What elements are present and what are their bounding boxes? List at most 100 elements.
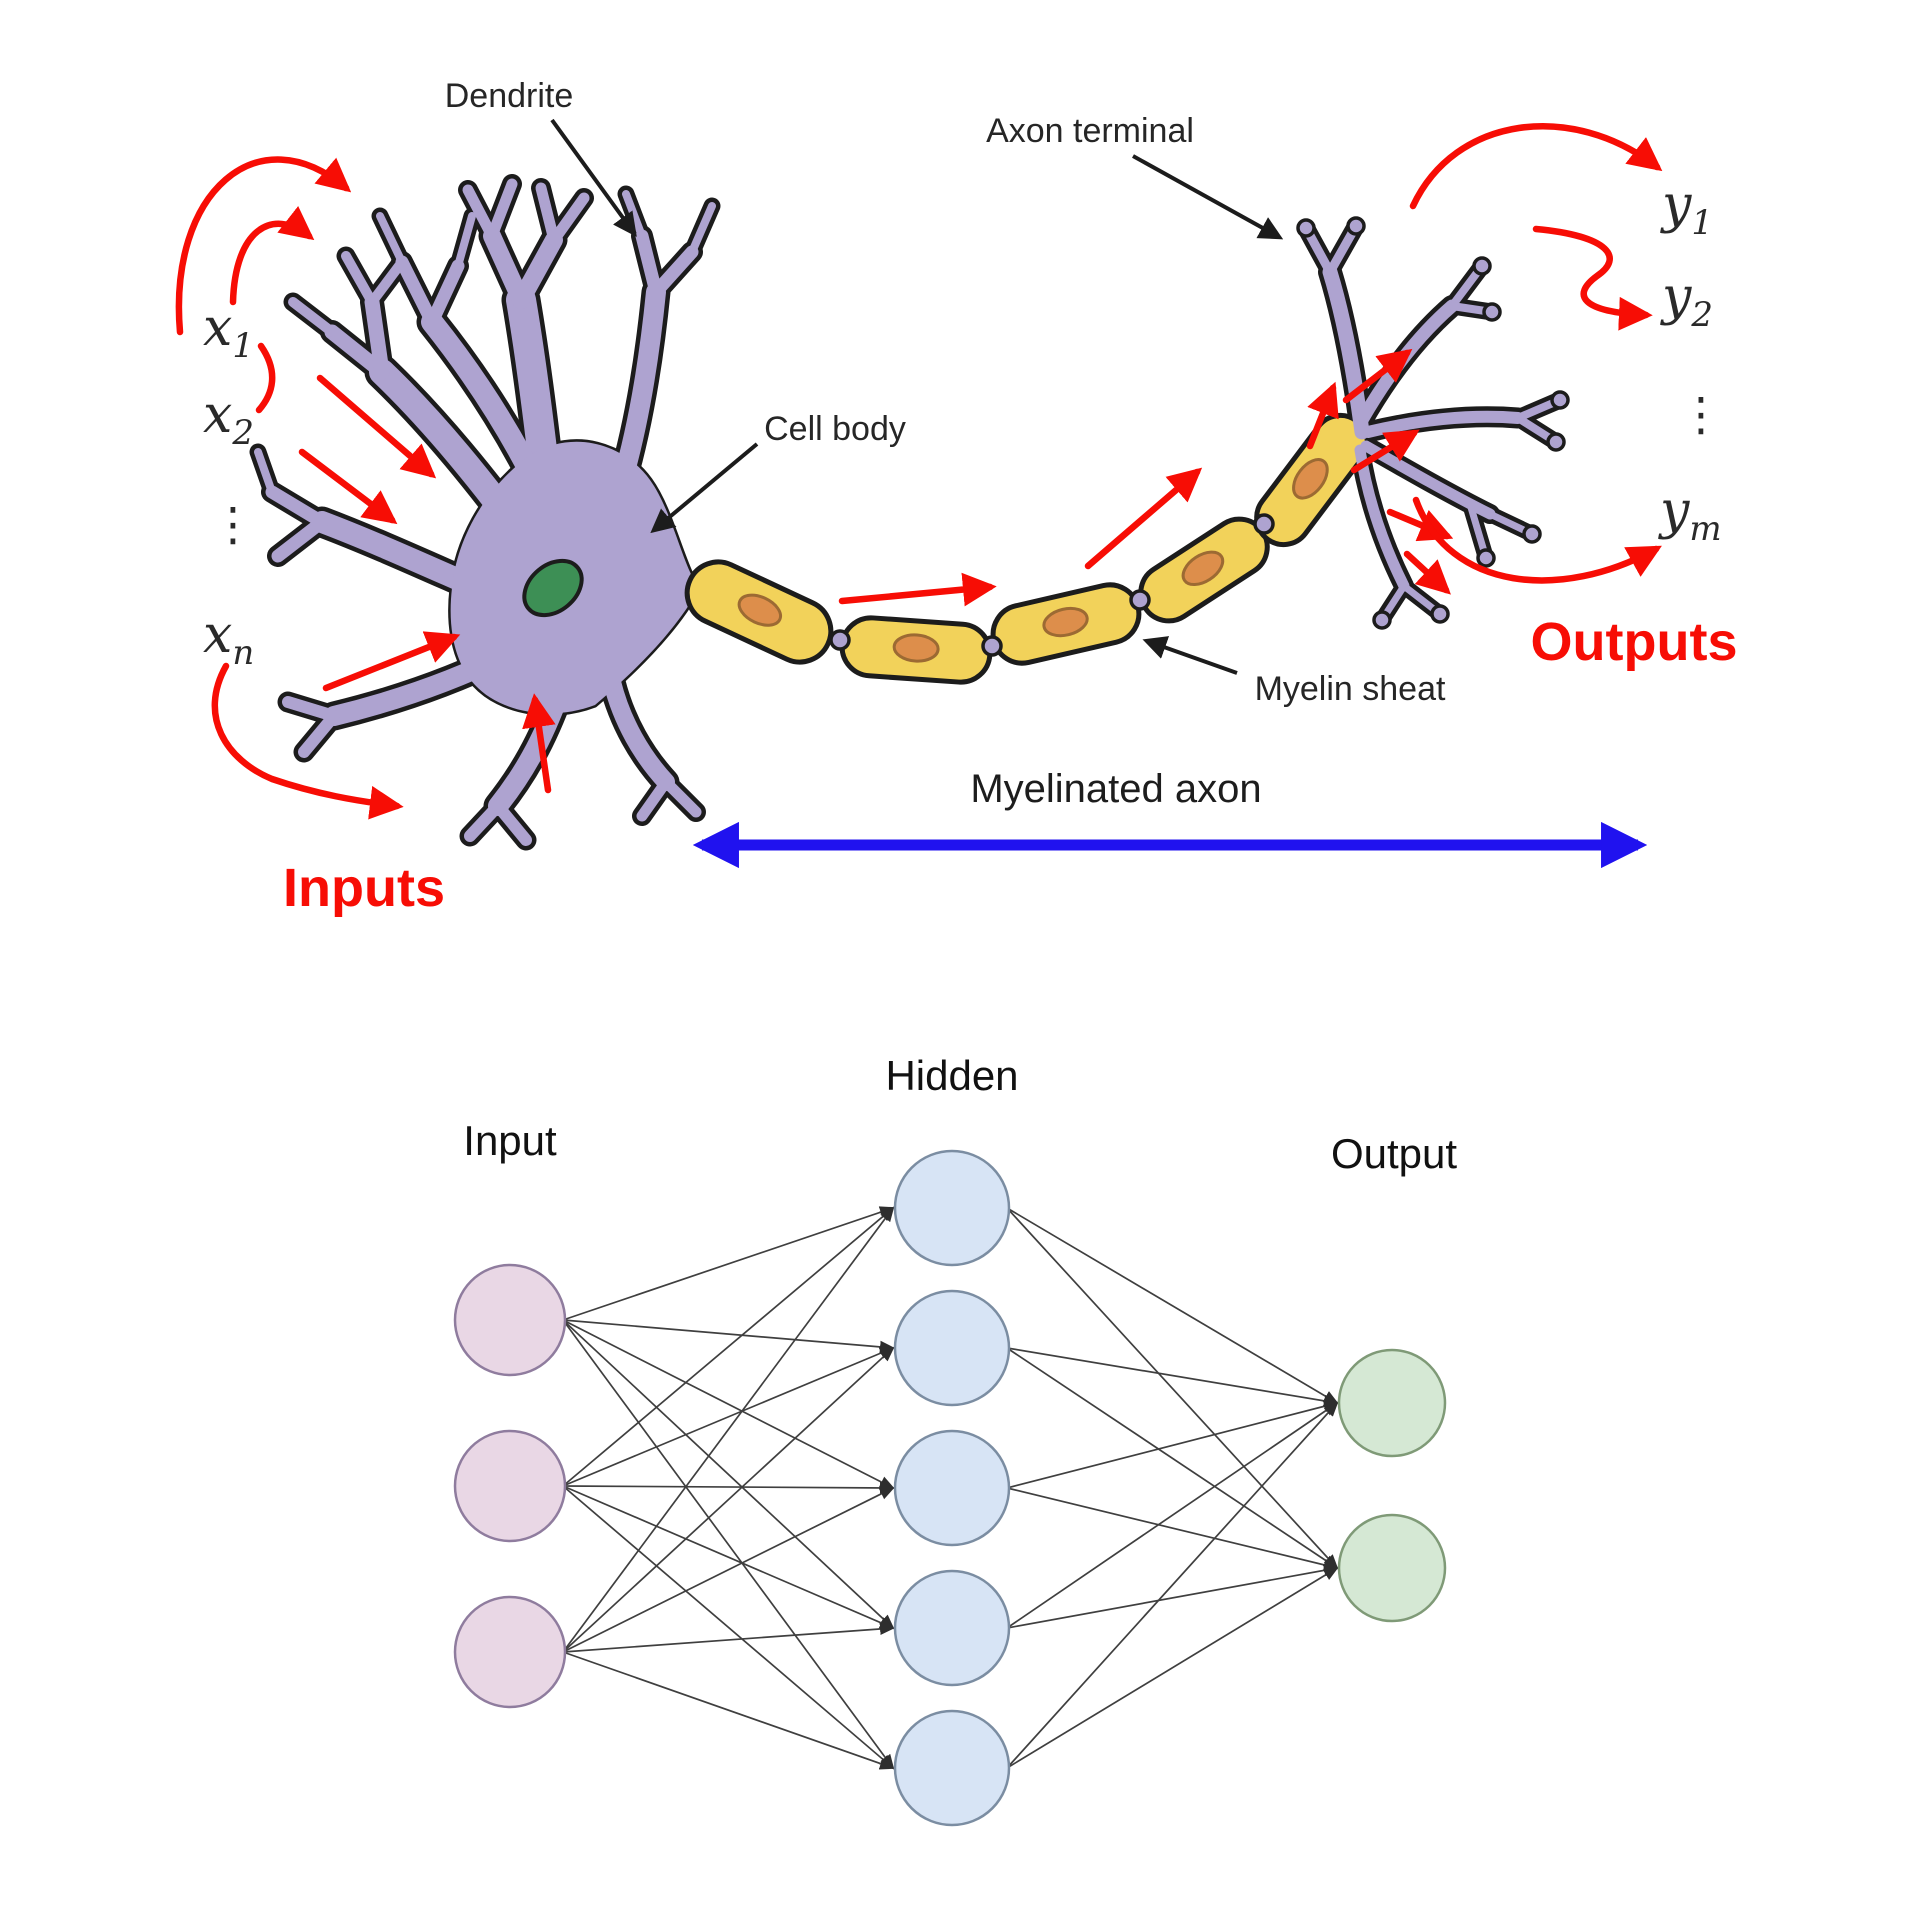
output-layer-label: Output	[1331, 1130, 1457, 1177]
dendrite-branch	[486, 178, 518, 242]
dendrite-branch	[282, 696, 340, 722]
dendrite-pointer-arrow	[550, 118, 637, 237]
edge-hidden-to-output	[1006, 1400, 1340, 1489]
nucleus	[522, 558, 584, 618]
dendrite-branch	[364, 294, 390, 380]
signal-flow-red-arrow	[1386, 508, 1454, 542]
output-y1-label: y1	[1660, 175, 1713, 243]
dendrite-branch	[603, 673, 675, 791]
terminal-bouton	[1522, 524, 1542, 544]
y2-base: y	[1660, 267, 1692, 327]
cell-body-pointer-arrow	[650, 442, 759, 534]
edge-hidden-to-output	[1006, 1207, 1339, 1405]
cell-body-label: Cell body	[764, 410, 906, 448]
signal-flow-red-arrow	[229, 206, 315, 306]
terminal-bouton	[1372, 610, 1392, 630]
dendrite-branch	[298, 710, 340, 758]
ann-network-drawing	[453, 1149, 1447, 1827]
node-of-ranvier	[1253, 513, 1275, 535]
myelin-sheath-pointer-arrow	[1142, 636, 1238, 675]
myelin-segment	[990, 582, 1142, 666]
dendrite-branch	[462, 184, 498, 242]
x1-base: x	[203, 298, 232, 358]
terminal-bouton	[1482, 302, 1502, 322]
node-of-ranvier	[1129, 589, 1151, 611]
edge-hidden-to-output	[1006, 1564, 1340, 1629]
signal-flow-red-arrow	[298, 448, 398, 525]
edge-hidden-to-output	[1006, 1401, 1339, 1769]
hidden-node-4	[893, 1569, 1011, 1687]
dendrite-branch	[454, 212, 476, 270]
dendrite-branch	[660, 776, 702, 818]
myelin-segment	[839, 615, 993, 685]
myelin-segment	[1254, 412, 1370, 548]
edge-input-to-hidden	[562, 1206, 896, 1321]
dendrite-branch	[376, 212, 406, 266]
signal-flow-red-arrow	[1350, 429, 1420, 474]
terminal-bouton	[1430, 604, 1450, 624]
xn-sub: n	[232, 633, 254, 673]
schwann-cell-nucleus	[737, 593, 783, 627]
node-of-ranvier	[829, 629, 851, 651]
signal-flow-red-arrow	[1532, 225, 1653, 331]
x2-sub: 2	[231, 413, 254, 453]
hidden-node-2	[893, 1289, 1011, 1407]
xn-base: x	[203, 605, 232, 665]
input-x1-label: x1	[203, 298, 254, 366]
signal-flow-red-arrow	[522, 693, 556, 794]
dendrite-branch	[492, 800, 532, 846]
schwann-cell-nucleus	[892, 633, 940, 663]
inputs-label: Inputs	[283, 858, 445, 918]
input-node-1	[453, 1263, 567, 1377]
dendrite-branch	[367, 257, 407, 307]
y1-base: y	[1660, 175, 1692, 235]
input-dots: ⋮	[210, 497, 256, 551]
net-nodes	[453, 1149, 1447, 1827]
edge-input-to-hidden	[562, 1206, 895, 1653]
dendrite-branch	[635, 229, 663, 299]
y1-sub: 1	[1691, 203, 1713, 243]
signal-flow-red-arrow	[316, 374, 437, 479]
schwann-cell-nucleus	[1042, 606, 1089, 638]
signal-flow-red-arrow	[1412, 496, 1662, 584]
output-node-2	[1337, 1513, 1447, 1623]
edge-hidden-to-output	[1006, 1207, 1339, 1570]
edge-input-to-hidden	[562, 1347, 896, 1487]
edge-input-to-hidden	[562, 1319, 895, 1770]
edge-hidden-to-output	[1006, 1401, 1339, 1629]
input-x2-label: x2	[203, 385, 254, 453]
terminal-bouton	[1550, 390, 1570, 410]
hidden-node-1	[893, 1149, 1011, 1267]
schwann-cell-nucleus	[1181, 550, 1225, 587]
edge-input-to-hidden	[562, 1319, 896, 1490]
axon-terminal-branch	[1355, 299, 1459, 427]
edge-input-to-hidden	[562, 1319, 895, 1630]
dendrite-branch	[254, 448, 276, 496]
signal-flow-red-arrow	[211, 662, 404, 820]
dendrite-branch	[548, 192, 590, 246]
output-node-1	[1337, 1348, 1447, 1458]
node-of-ranvier	[981, 635, 1003, 657]
terminal-bouton	[1476, 548, 1496, 568]
signal-flow-red-arrow	[1084, 467, 1203, 570]
ym-base: y	[1658, 481, 1690, 541]
dendrite-branch	[512, 231, 563, 309]
dendrite-branch	[535, 182, 560, 246]
signal-flow-red-arrow	[1306, 381, 1339, 450]
input-node-3	[453, 1595, 567, 1709]
output-y2-label: y2	[1660, 267, 1713, 335]
output-ym-label: ym	[1658, 481, 1722, 549]
biological-neuron-drawing	[175, 118, 1663, 869]
axon-terminal-branch	[1322, 264, 1370, 440]
signal-flow-red-arrow	[255, 342, 276, 414]
dendrite-branch	[341, 251, 377, 307]
dendrite-branch	[483, 227, 530, 309]
terminal-bouton	[1296, 218, 1316, 238]
terminal-bouton	[1472, 256, 1492, 276]
axon-terminal-branch	[1362, 410, 1524, 438]
dendrite-branch	[425, 259, 465, 329]
edge-input-to-hidden	[562, 1485, 895, 1770]
dendrite-branch	[688, 202, 716, 256]
